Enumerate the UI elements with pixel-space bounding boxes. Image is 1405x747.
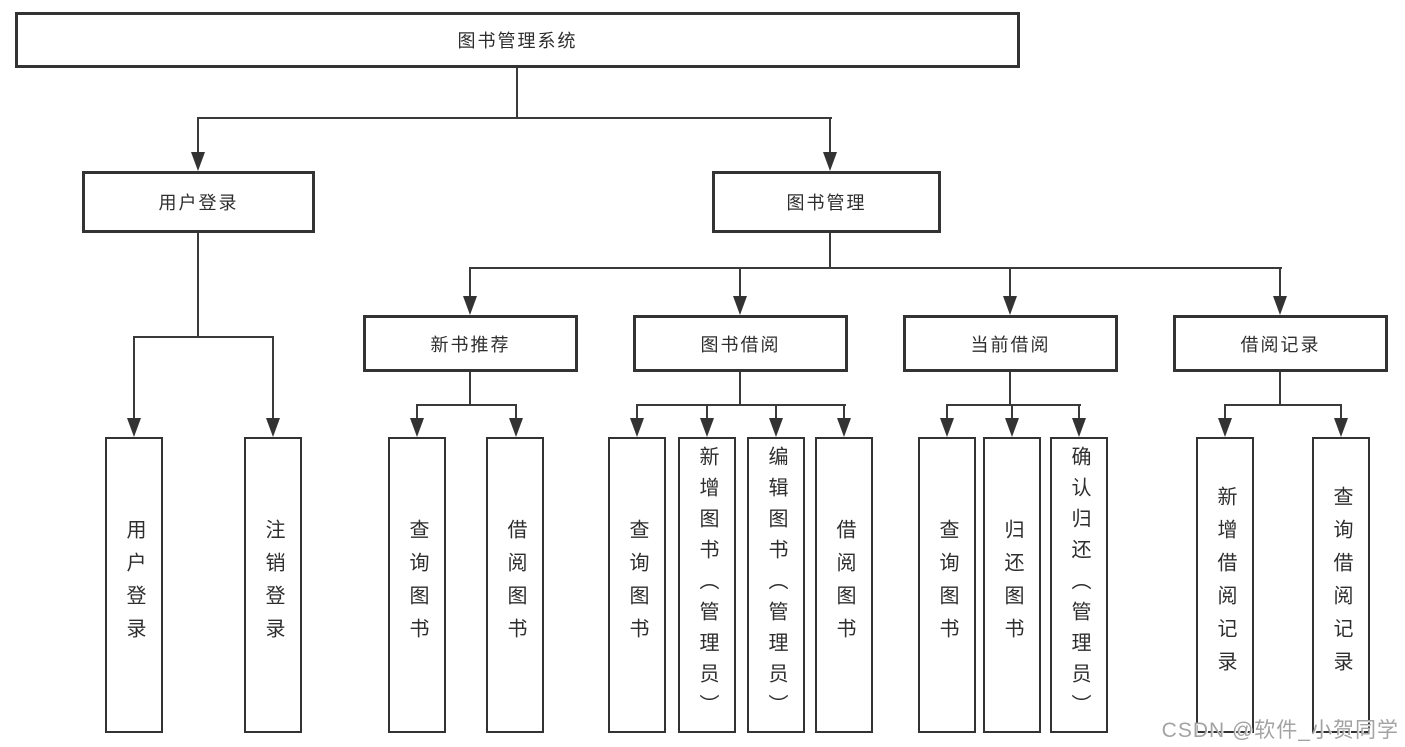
arrow-down-icon bbox=[266, 418, 280, 437]
node-label: 图书管理 bbox=[786, 193, 867, 213]
connector-line bbox=[197, 233, 199, 338]
connector-line bbox=[706, 404, 708, 421]
connector-line bbox=[739, 267, 741, 298]
arrow-down-icon bbox=[1273, 296, 1287, 315]
node-label: 图书借阅 bbox=[700, 334, 781, 355]
node-leaf-logout: 注销登录 bbox=[244, 437, 302, 733]
connector-line bbox=[636, 404, 846, 406]
node-label: 查询借阅记录 bbox=[1330, 486, 1352, 684]
arrow-down-icon bbox=[1005, 418, 1019, 437]
connector-line bbox=[739, 372, 741, 406]
connector-line bbox=[416, 404, 418, 421]
node-leaf-borrow-books: 借阅图书 bbox=[815, 437, 873, 733]
arrow-down-icon bbox=[630, 418, 644, 437]
arrow-down-icon bbox=[463, 296, 477, 315]
connector-line bbox=[416, 404, 517, 406]
arrow-down-icon bbox=[823, 152, 837, 171]
node-label: 新增图书（管理员） bbox=[696, 445, 718, 725]
connector-line bbox=[133, 336, 135, 421]
connector-line bbox=[829, 117, 831, 154]
node-label: 当前借阅 bbox=[970, 334, 1051, 355]
node-user-login: 用户登录 bbox=[82, 171, 315, 233]
node-library-management-system: 图书管理系统 bbox=[15, 12, 1020, 68]
node-leaf-query-books-recommend: 查询图书 bbox=[388, 437, 446, 733]
connector-line bbox=[1340, 404, 1342, 421]
connector-line bbox=[1279, 372, 1281, 406]
node-label: 用户登录 bbox=[123, 519, 145, 651]
node-leaf-user-login: 用户登录 bbox=[105, 437, 163, 733]
connector-line bbox=[133, 336, 274, 338]
arrow-down-icon bbox=[1218, 418, 1232, 437]
node-label: 确认归还（管理员） bbox=[1068, 445, 1090, 725]
arrow-down-icon bbox=[1003, 296, 1017, 315]
node-label: 图书管理系统 bbox=[457, 31, 578, 51]
connector-line bbox=[469, 267, 471, 298]
node-leaf-query-books-borrowing: 查询图书 bbox=[608, 437, 666, 733]
node-leaf-add-borrow-record: 新增借阅记录 bbox=[1196, 437, 1254, 733]
arrow-down-icon bbox=[1072, 418, 1086, 437]
arrow-down-icon bbox=[769, 418, 783, 437]
node-label: 归还图书 bbox=[1001, 519, 1023, 651]
connector-line bbox=[1224, 404, 1226, 421]
connector-line bbox=[1224, 404, 1342, 406]
node-label: 借阅图书 bbox=[504, 519, 526, 651]
node-label: 查询图书 bbox=[936, 519, 958, 651]
node-leaf-query-borrow-record: 查询借阅记录 bbox=[1312, 437, 1370, 733]
node-leaf-query-books-current: 查询图书 bbox=[918, 437, 976, 733]
node-new-book-recommend: 新书推荐 bbox=[363, 315, 578, 372]
watermark: CSDN @软件_小贺同学 bbox=[1161, 719, 1399, 742]
node-book-management: 图书管理 bbox=[712, 171, 941, 233]
arrow-down-icon bbox=[700, 418, 714, 437]
arrow-down-icon bbox=[940, 418, 954, 437]
arrow-down-icon bbox=[410, 418, 424, 437]
connector-line bbox=[1078, 404, 1080, 421]
arrow-down-icon bbox=[509, 418, 523, 437]
node-leaf-return-books: 归还图书 bbox=[983, 437, 1041, 733]
connector-line bbox=[946, 404, 948, 421]
connector-line bbox=[775, 404, 777, 421]
node-label: 编辑图书（管理员） bbox=[765, 445, 787, 725]
node-current-borrowing: 当前借阅 bbox=[903, 315, 1118, 372]
node-label: 查询图书 bbox=[406, 519, 428, 651]
node-label: 借阅记录 bbox=[1240, 334, 1321, 355]
connector-line bbox=[829, 233, 831, 269]
connector-line bbox=[1009, 267, 1011, 298]
connector-line bbox=[516, 68, 518, 118]
arrow-down-icon bbox=[1334, 418, 1348, 437]
connector-line bbox=[469, 372, 471, 406]
connector-line bbox=[197, 117, 832, 119]
connector-line bbox=[469, 267, 1282, 269]
node-label: 注销登录 bbox=[262, 519, 284, 651]
node-leaf-borrow-books-recommend: 借阅图书 bbox=[486, 437, 544, 733]
node-book-borrowing: 图书借阅 bbox=[633, 315, 848, 372]
connector-line bbox=[1009, 372, 1011, 406]
node-leaf-confirm-return-admin: 确认归还（管理员） bbox=[1050, 437, 1108, 733]
node-label: 新增借阅记录 bbox=[1214, 486, 1236, 684]
arrow-down-icon bbox=[127, 418, 141, 437]
connector-line bbox=[1279, 267, 1281, 298]
node-leaf-edit-books-admin: 编辑图书（管理员） bbox=[747, 437, 805, 733]
connector-line bbox=[946, 404, 1081, 406]
connector-line bbox=[636, 404, 638, 421]
connector-line bbox=[515, 404, 517, 421]
connector-line bbox=[197, 117, 199, 154]
arrow-down-icon bbox=[191, 152, 205, 171]
connector-line bbox=[843, 404, 845, 421]
node-label: 查询图书 bbox=[626, 519, 648, 651]
node-borrowing-records: 借阅记录 bbox=[1173, 315, 1388, 372]
node-leaf-add-books-admin: 新增图书（管理员） bbox=[678, 437, 736, 733]
connector-line bbox=[272, 336, 274, 421]
node-label: 用户登录 bbox=[158, 193, 239, 213]
node-label: 借阅图书 bbox=[833, 519, 855, 651]
node-label: 新书推荐 bbox=[430, 334, 511, 355]
connector-line bbox=[1011, 404, 1013, 421]
arrow-down-icon bbox=[733, 296, 747, 315]
arrow-down-icon bbox=[837, 418, 851, 437]
